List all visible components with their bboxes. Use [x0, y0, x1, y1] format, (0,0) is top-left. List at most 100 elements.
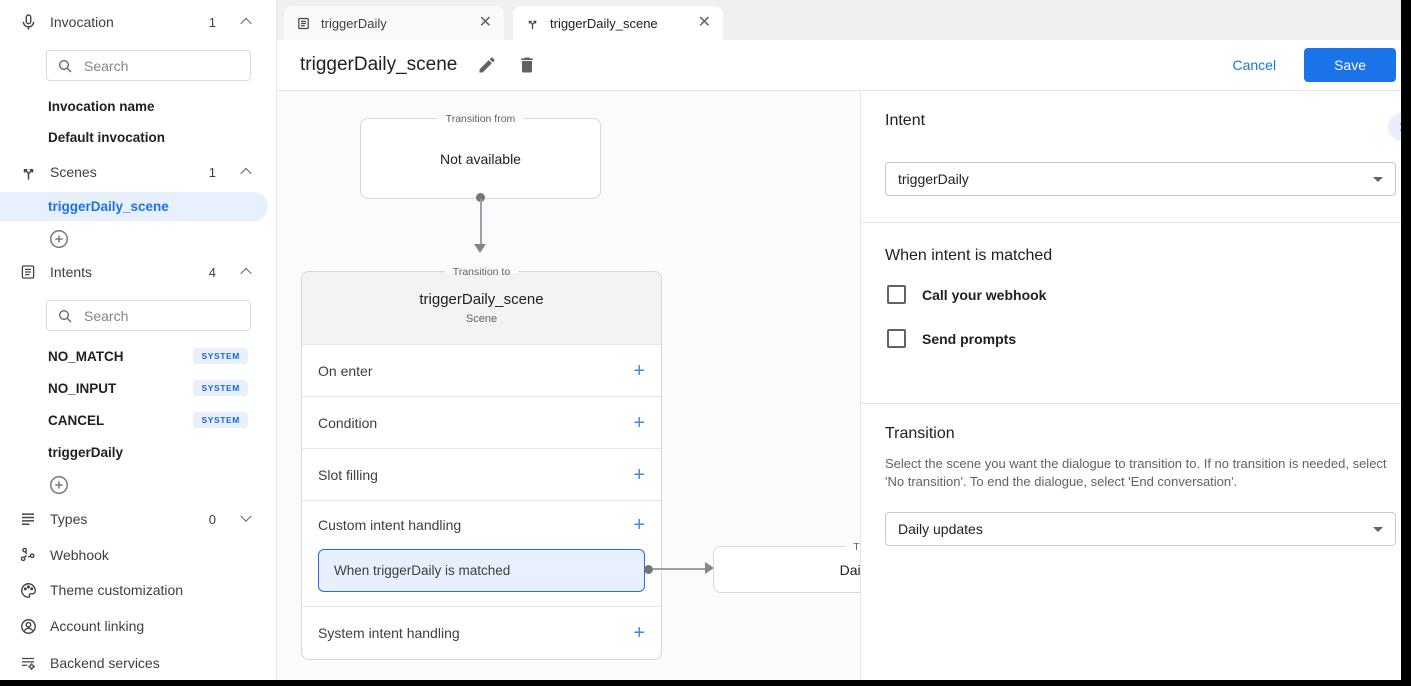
arrow-right-icon [705, 562, 714, 574]
add-intent-button[interactable] [48, 474, 70, 496]
save-button[interactable]: Save [1304, 48, 1396, 82]
divider [861, 403, 1411, 404]
scene-row-condition: Condition + [302, 396, 661, 448]
search-icon [57, 56, 73, 76]
add-custom-intent-button[interactable]: + [633, 514, 645, 536]
system-badge: SYSTEM [193, 379, 248, 397]
sidebar-item-backend-services[interactable]: Backend services [0, 651, 276, 675]
sidebar-item-account-linking[interactable]: Account linking [0, 614, 276, 638]
call-webhook-option: Call your webhook [887, 285, 1046, 304]
page-title: triggerDaily_scene [300, 54, 458, 75]
add-condition-button[interactable]: + [633, 411, 645, 434]
transition-heading: Transition [885, 425, 955, 442]
sidebar-item-theme-customization[interactable]: Theme customization [0, 578, 276, 602]
system-badge: SYSTEM [193, 411, 248, 429]
row-label: Slot filling [318, 466, 378, 483]
sidebar-item-cancel-intent[interactable]: CANCEL SYSTEM [0, 409, 276, 431]
transition-target-box[interactable]: Transition to Daily updates [713, 539, 860, 593]
scene-row-slot-filling: Slot filling + [302, 448, 661, 500]
selected-intent-handler-chip[interactable]: When triggerDaily is matched [318, 549, 645, 592]
tab-label: triggerDaily_scene [550, 15, 658, 31]
intents-search[interactable] [46, 300, 251, 331]
intent-label: triggerDaily [48, 444, 124, 460]
intent-label: CANCEL [48, 412, 105, 428]
sidebar-item-webhook[interactable]: Webhook [0, 543, 276, 567]
tab-triggerdaily-scene-active[interactable]: triggerDaily_scene ✕ [513, 6, 723, 40]
add-scene-button[interactable] [48, 228, 70, 250]
close-icon[interactable]: ✕ [697, 14, 711, 31]
divider [861, 222, 1411, 223]
section-label: Invocation [50, 14, 114, 30]
add-on-enter-button[interactable]: + [633, 359, 645, 382]
backend-services-icon [18, 653, 38, 673]
sidebar-item-invocation-name[interactable]: Invocation name [48, 99, 155, 114]
scene-node-box: Transition to triggerDaily_scene Scene O… [301, 264, 662, 660]
search-input[interactable] [82, 56, 216, 75]
call-webhook-checkbox[interactable] [887, 285, 906, 304]
section-label: Scenes [50, 164, 97, 180]
delete-trash-icon[interactable] [517, 55, 537, 75]
intents-document-icon [18, 262, 38, 282]
invocation-search[interactable] [46, 50, 251, 81]
scene-header: triggerDaily_scene Cancel Save [276, 40, 1411, 91]
document-icon [296, 16, 311, 31]
chevron-down-icon[interactable] [240, 510, 252, 522]
chevron-up-icon[interactable] [240, 267, 252, 280]
intent-select[interactable]: triggerDaily [885, 162, 1396, 196]
connector-dot [476, 193, 485, 202]
close-icon[interactable]: ✕ [478, 14, 492, 31]
sidebar-section-intents[interactable]: Intents 4 [0, 260, 276, 284]
section-count: 1 [208, 14, 216, 30]
sidebar-section-invocation[interactable]: Invocation 1 [0, 10, 276, 34]
send-prompts-option: Send prompts [887, 329, 1016, 348]
transition-select-value: Daily updates [898, 521, 983, 537]
tab-triggerdaily[interactable]: triggerDaily ✕ [284, 6, 504, 40]
section-count: 1 [208, 164, 216, 180]
nav-label: Backend services [50, 655, 160, 671]
intent-select-value: triggerDaily [898, 171, 969, 187]
send-prompts-checkbox[interactable] [887, 329, 906, 348]
intent-label: NO_INPUT [48, 380, 117, 396]
transition-target-value: Daily updates [839, 561, 860, 578]
box-legend: Transition to [845, 539, 860, 555]
section-label: Types [50, 511, 88, 527]
sidebar-section-scenes[interactable]: Scenes 1 [0, 160, 276, 184]
scene-row-system-intent-handling: System intent handling + [302, 606, 661, 659]
palette-icon [18, 580, 38, 600]
arrow-down-icon [474, 244, 486, 253]
sidebar-item-default-invocation[interactable]: Default invocation [48, 130, 166, 145]
intent-heading: Intent [885, 112, 926, 129]
checkbox-label: Send prompts [922, 330, 1017, 347]
transition-from-value: Not available [440, 150, 521, 167]
scene-row-on-enter: On enter + [302, 344, 661, 396]
add-slot-filling-button[interactable]: + [633, 463, 645, 486]
edit-pencil-icon[interactable] [477, 55, 497, 75]
sidebar-item-triggerdaily-intent[interactable]: triggerDaily [0, 441, 276, 463]
row-label: Condition [318, 414, 378, 431]
box-legend: Transition from [437, 111, 524, 127]
search-icon [57, 306, 73, 326]
chevron-up-icon[interactable] [240, 17, 252, 30]
add-system-intent-button[interactable]: + [633, 622, 645, 644]
sidebar-item-no-input[interactable]: NO_INPUT SYSTEM [0, 377, 276, 399]
cancel-button[interactable]: Cancel [1214, 49, 1294, 81]
intent-details-panel: Intent triggerDaily When intent is match… [860, 91, 1411, 680]
chevron-up-icon[interactable] [240, 167, 252, 180]
plus-circle-icon [50, 476, 68, 494]
sidebar-item-triggerdaily-scene-selected[interactable]: triggerDaily_scene [0, 192, 268, 221]
nav-label: Account linking [50, 618, 145, 634]
section-count: 0 [208, 511, 216, 527]
sidebar-item-no-match[interactable]: NO_MATCH SYSTEM [0, 345, 276, 367]
row-label: System intent handling [318, 625, 460, 641]
transition-description: Select the scene you want the dialogue t… [885, 456, 1387, 489]
transition-select[interactable]: Daily updates [885, 512, 1396, 546]
checkbox-label: Call your webhook [922, 286, 1047, 303]
search-input[interactable] [82, 306, 216, 325]
sidebar-section-types[interactable]: Types 0 [0, 507, 276, 531]
when-matched-heading: When intent is matched [885, 247, 1053, 264]
scene-node-header: triggerDaily_scene Scene [302, 272, 661, 344]
connector-line [653, 568, 705, 570]
webhook-icon [18, 545, 38, 565]
microphone-icon [18, 12, 38, 32]
